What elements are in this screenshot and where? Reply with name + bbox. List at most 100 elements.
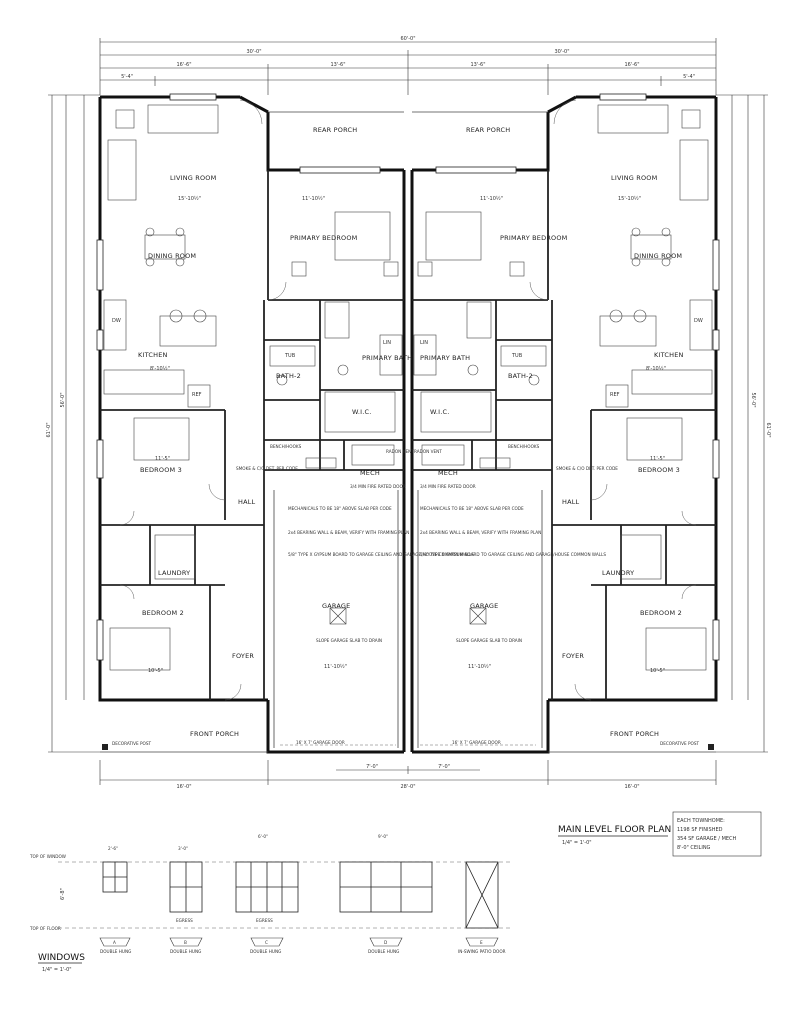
- label-bath2-left: BATH-2: [276, 372, 301, 380]
- label-bedroom3-right: BEDROOM 3: [638, 466, 680, 474]
- label-rear-porch-right: REAR PORCH: [466, 126, 510, 134]
- note-radon-left: RADON VENT: [386, 449, 414, 454]
- title-line-3: 354 SF GARAGE / MECH: [677, 836, 737, 842]
- dim-bottom-4: 16'-0": [624, 784, 639, 790]
- note-mechanicals-right: MECHANICALS TO BE 18" ABOVE SLAB PER COD…: [420, 506, 524, 511]
- dim-top-3: 13'-6": [470, 62, 485, 68]
- top-dimension-lines: [99, 38, 717, 95]
- note-fire-door-right: 3/4 MIN FIRE RATED DOOR: [420, 484, 476, 489]
- legend-top-floor: TOP OF FLOOR: [29, 926, 61, 931]
- dim-side-sub-left: 56'-0": [60, 392, 66, 407]
- dim-garage-right: 11'-10½": [468, 663, 491, 670]
- title-info-box: [672, 811, 762, 857]
- label-foyer-left: FOYER: [232, 652, 254, 660]
- label-garage-right: GARAGE: [470, 602, 498, 610]
- exterior-windows: [96, 93, 720, 661]
- label-ref-right: REF: [610, 392, 620, 398]
- bottom-dimension-lines: [99, 760, 717, 785]
- note-mechanicals-left: MECHANICALS TO BE 18" ABOVE SLAB PER COD…: [288, 506, 392, 511]
- label-front-porch-right: FRONT PORCH: [610, 730, 659, 738]
- label-bedroom3-left: BEDROOM 3: [140, 466, 182, 474]
- dim-half-right: 30'-0": [554, 49, 569, 55]
- dim-garage-left: 11'-10½": [324, 663, 347, 670]
- window-b-tag: B: [184, 940, 187, 945]
- legend-height: 6'-8": [60, 888, 66, 900]
- plan-scale: 1/4" = 1'-0": [562, 840, 592, 846]
- label-wic-right: W.I.C.: [430, 408, 450, 416]
- label-front-porch-left: FRONT PORCH: [190, 730, 239, 738]
- dim-kitchen-left: 8'-10½": [150, 365, 170, 372]
- window-tags: [99, 937, 499, 947]
- note-smoke-left: SMOKE & C/O DET. PER CODE: [236, 466, 298, 471]
- window-e-tag: E: [480, 940, 483, 945]
- dim-bottom-total: 28'-0": [400, 784, 415, 790]
- door-swings: [119, 99, 697, 701]
- plan-title: MAIN LEVEL FLOOR PLAN: [558, 825, 671, 835]
- dim-top-small-4: 5'-4": [683, 74, 695, 80]
- dim-bottom-1: 16'-0": [176, 784, 191, 790]
- label-primary-bath-left: PRIMARY BATH: [362, 354, 412, 362]
- dim-top-1: 16'-6": [176, 62, 191, 68]
- window-a-tag: A: [113, 940, 116, 945]
- label-primary-bedroom-right: PRIMARY BEDROOM: [500, 234, 567, 242]
- decorative-post-left: [102, 744, 108, 750]
- label-dw-right: DW: [694, 318, 703, 324]
- dim-bedroom3-right: 11'-5": [650, 456, 665, 462]
- windows-legend-scale: 1/4" = 1'-0": [42, 967, 72, 973]
- title-line-2: 1198 SF FINISHED: [677, 827, 723, 833]
- note-garage-door-right: 16' X 7' GARAGE DOOR: [452, 740, 501, 745]
- dim-side-sub-right: 56'-0": [750, 392, 756, 407]
- dim-bottom-2: 7'-0": [366, 764, 378, 770]
- window-d-tag: D: [384, 940, 387, 945]
- note-bearing-right: 2x4 BEARING WALL & BEAM, VERIFY WITH FRA…: [420, 530, 541, 535]
- note-decorative-post-left: DECORATIVE POST: [112, 741, 151, 746]
- label-rear-porch-left: REAR PORCH: [313, 126, 357, 134]
- window-d-caption: DOUBLE HUNG: [368, 949, 399, 954]
- window-a-caption: DOUBLE HUNG: [100, 949, 131, 954]
- title-line-1: EACH TOWNHOME:: [677, 818, 725, 824]
- dim-bottom-3: 7'-0": [438, 764, 450, 770]
- note-gypsum-left: 5/8" TYPE X GYPSUM BOARD TO GARAGE CEILI…: [288, 552, 474, 557]
- label-living-room-left: LIVING ROOM: [170, 174, 216, 182]
- window-b-width: 3'-0": [178, 846, 188, 851]
- label-dw-left: DW: [112, 318, 121, 324]
- label-dining-room-left: DINING ROOM: [148, 252, 196, 260]
- side-dimension-lines: [48, 94, 768, 753]
- label-bath2-right: BATH-2: [508, 372, 533, 380]
- window-c-width: 6'-0": [258, 834, 268, 839]
- porches: [100, 111, 716, 753]
- label-mech-right: MECH: [438, 469, 458, 477]
- window-elevations: [102, 861, 499, 929]
- label-tub-left: TUB: [284, 353, 296, 359]
- interior-walls: [100, 170, 716, 700]
- note-gypsum-right: 5/8" TYPE X GYPSUM BOARD TO GARAGE CEILI…: [420, 552, 606, 557]
- label-living-room-right: LIVING ROOM: [611, 174, 657, 182]
- label-lin-right: LIN: [420, 340, 428, 346]
- label-bench-right: BENCH/HOOKS: [508, 444, 540, 449]
- note-radon-right: RADON VENT: [414, 449, 442, 454]
- label-wic-left: W.I.C.: [352, 408, 372, 416]
- note-garage-door-left: 16' X 7' GARAGE DOOR: [296, 740, 345, 745]
- label-kitchen-left: KITCHEN: [138, 351, 168, 359]
- label-hall-right: HALL: [562, 498, 580, 506]
- garage-outline: [273, 490, 543, 748]
- window-c-tag: C: [265, 940, 268, 945]
- label-hall-left: HALL: [238, 498, 256, 506]
- dim-kitchen-right: 8'-10½": [646, 365, 666, 372]
- label-garage-left: GARAGE: [322, 602, 350, 610]
- window-d-width: 9'-0": [378, 834, 388, 839]
- legend-top-window: TOP OF WINDOW: [29, 854, 66, 859]
- dim-top-2: 13'-6": [330, 62, 345, 68]
- decorative-post-right: [708, 744, 714, 750]
- label-kitchen-right: KITCHEN: [654, 351, 684, 359]
- dim-primary-left: 11'-10½": [302, 195, 325, 202]
- dim-side-total-left: 61'-0": [46, 422, 52, 437]
- dim-side-total-right: 61'-0": [765, 422, 771, 437]
- title-line-4: 8'-0" CEILING: [677, 845, 711, 851]
- label-bench-left: BENCH/HOOKS: [270, 444, 302, 449]
- label-tub-right: TUB: [511, 353, 523, 359]
- dim-living-left: 15'-10½": [178, 195, 201, 202]
- label-primary-bath-right: PRIMARY BATH: [420, 354, 470, 362]
- label-ref-left: REF: [192, 392, 202, 398]
